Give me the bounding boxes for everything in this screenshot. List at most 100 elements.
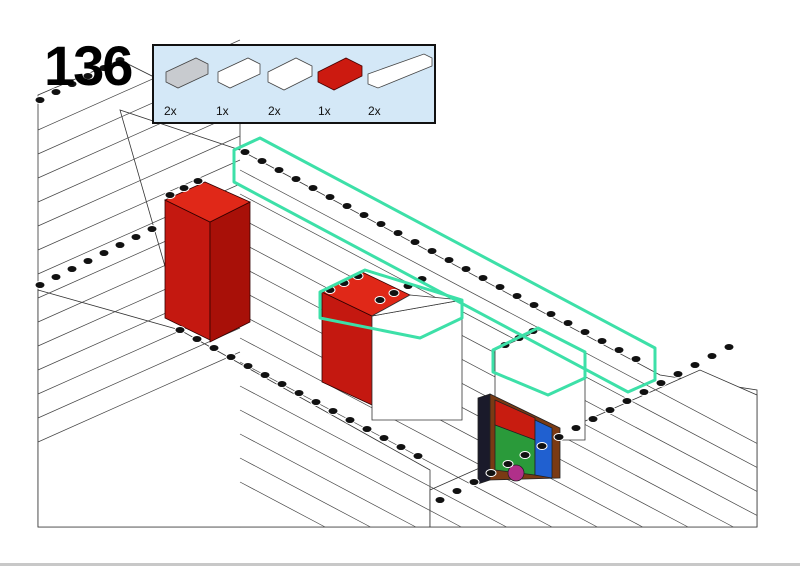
stud xyxy=(114,56,126,64)
brick-seam xyxy=(239,457,371,528)
stud xyxy=(723,343,735,351)
stud xyxy=(82,257,94,265)
stud xyxy=(536,442,548,450)
brick-seam xyxy=(239,385,507,528)
stud xyxy=(388,289,400,297)
stud xyxy=(293,389,305,397)
stud xyxy=(562,319,574,327)
stud xyxy=(114,241,126,249)
stud xyxy=(273,166,285,174)
stud xyxy=(587,415,599,423)
stud xyxy=(672,370,684,378)
stud xyxy=(239,148,251,156)
stud xyxy=(604,406,616,414)
stud xyxy=(358,211,370,219)
brick-seam xyxy=(239,169,758,444)
picture-frame xyxy=(477,393,561,485)
brick-seam xyxy=(239,481,326,528)
stud xyxy=(689,361,701,369)
brick-seam xyxy=(239,313,643,528)
stud xyxy=(434,496,446,504)
stud xyxy=(290,175,302,183)
stud xyxy=(528,301,540,309)
stud xyxy=(502,460,514,468)
part-gray-1x4: 2x xyxy=(162,52,212,118)
stud xyxy=(208,344,220,352)
stud xyxy=(460,265,472,273)
stud xyxy=(395,443,407,451)
stud xyxy=(621,397,633,405)
part-red-2x3: 1x xyxy=(316,52,366,118)
stud xyxy=(174,326,186,334)
red-column-left xyxy=(164,181,251,343)
brick-seam xyxy=(239,433,416,528)
stud xyxy=(344,416,356,424)
stud xyxy=(511,292,523,300)
brick-icon xyxy=(367,53,433,89)
stud xyxy=(307,184,319,192)
stud xyxy=(66,265,78,273)
white-column xyxy=(371,294,463,421)
stud xyxy=(545,310,557,318)
page-bottom-border xyxy=(0,563,800,566)
parts-callout: 2x 1x 2x 1x 2x xyxy=(152,44,436,124)
stud xyxy=(310,398,322,406)
stud xyxy=(553,433,565,441)
stud xyxy=(392,229,404,237)
stud xyxy=(412,452,424,460)
stud xyxy=(225,353,237,361)
part-quantity: 1x xyxy=(318,104,331,118)
stud xyxy=(327,407,339,415)
stud xyxy=(485,469,497,477)
stud xyxy=(378,434,390,442)
part-quantity: 1x xyxy=(216,104,229,118)
stud xyxy=(374,296,386,304)
stud xyxy=(178,184,190,192)
stud xyxy=(50,88,62,96)
stud xyxy=(50,273,62,281)
brick-seam xyxy=(37,111,241,203)
brick-seam xyxy=(239,289,689,528)
part-quantity: 2x xyxy=(268,104,281,118)
stud xyxy=(259,371,271,379)
brick-icon xyxy=(217,57,261,89)
new-part-highlights xyxy=(232,136,657,397)
highlight-1x6-brick xyxy=(232,136,657,394)
stud xyxy=(242,362,254,370)
stud xyxy=(341,202,353,210)
highlight-red-2x3 xyxy=(318,268,464,340)
stud xyxy=(191,335,203,343)
stud xyxy=(34,281,46,289)
step-number: 136 xyxy=(44,34,133,97)
stud xyxy=(256,157,268,165)
stud xyxy=(519,451,531,459)
stud xyxy=(494,283,506,291)
brick-seam xyxy=(37,159,241,251)
stud xyxy=(361,425,373,433)
stud xyxy=(451,487,463,495)
stud xyxy=(426,247,438,255)
stud xyxy=(570,424,582,432)
stud xyxy=(276,380,288,388)
stud xyxy=(409,238,421,246)
brick-seam xyxy=(37,135,241,227)
stud xyxy=(130,233,142,241)
stud xyxy=(66,80,78,88)
stud xyxy=(468,478,480,486)
part-quantity: 2x xyxy=(368,104,381,118)
brick-seam xyxy=(239,337,598,528)
right-wall xyxy=(429,369,758,528)
highlight-white-2x3 xyxy=(491,326,587,397)
stud xyxy=(638,388,650,396)
stud xyxy=(164,191,176,199)
brick-seam xyxy=(37,327,241,419)
stud xyxy=(98,64,110,72)
stud xyxy=(375,220,387,228)
stud xyxy=(579,328,591,336)
stud xyxy=(82,72,94,80)
part-white-1x6: 2x xyxy=(366,52,436,118)
stud xyxy=(655,379,667,387)
stud xyxy=(34,96,46,104)
stud xyxy=(146,225,158,233)
stud xyxy=(596,337,608,345)
